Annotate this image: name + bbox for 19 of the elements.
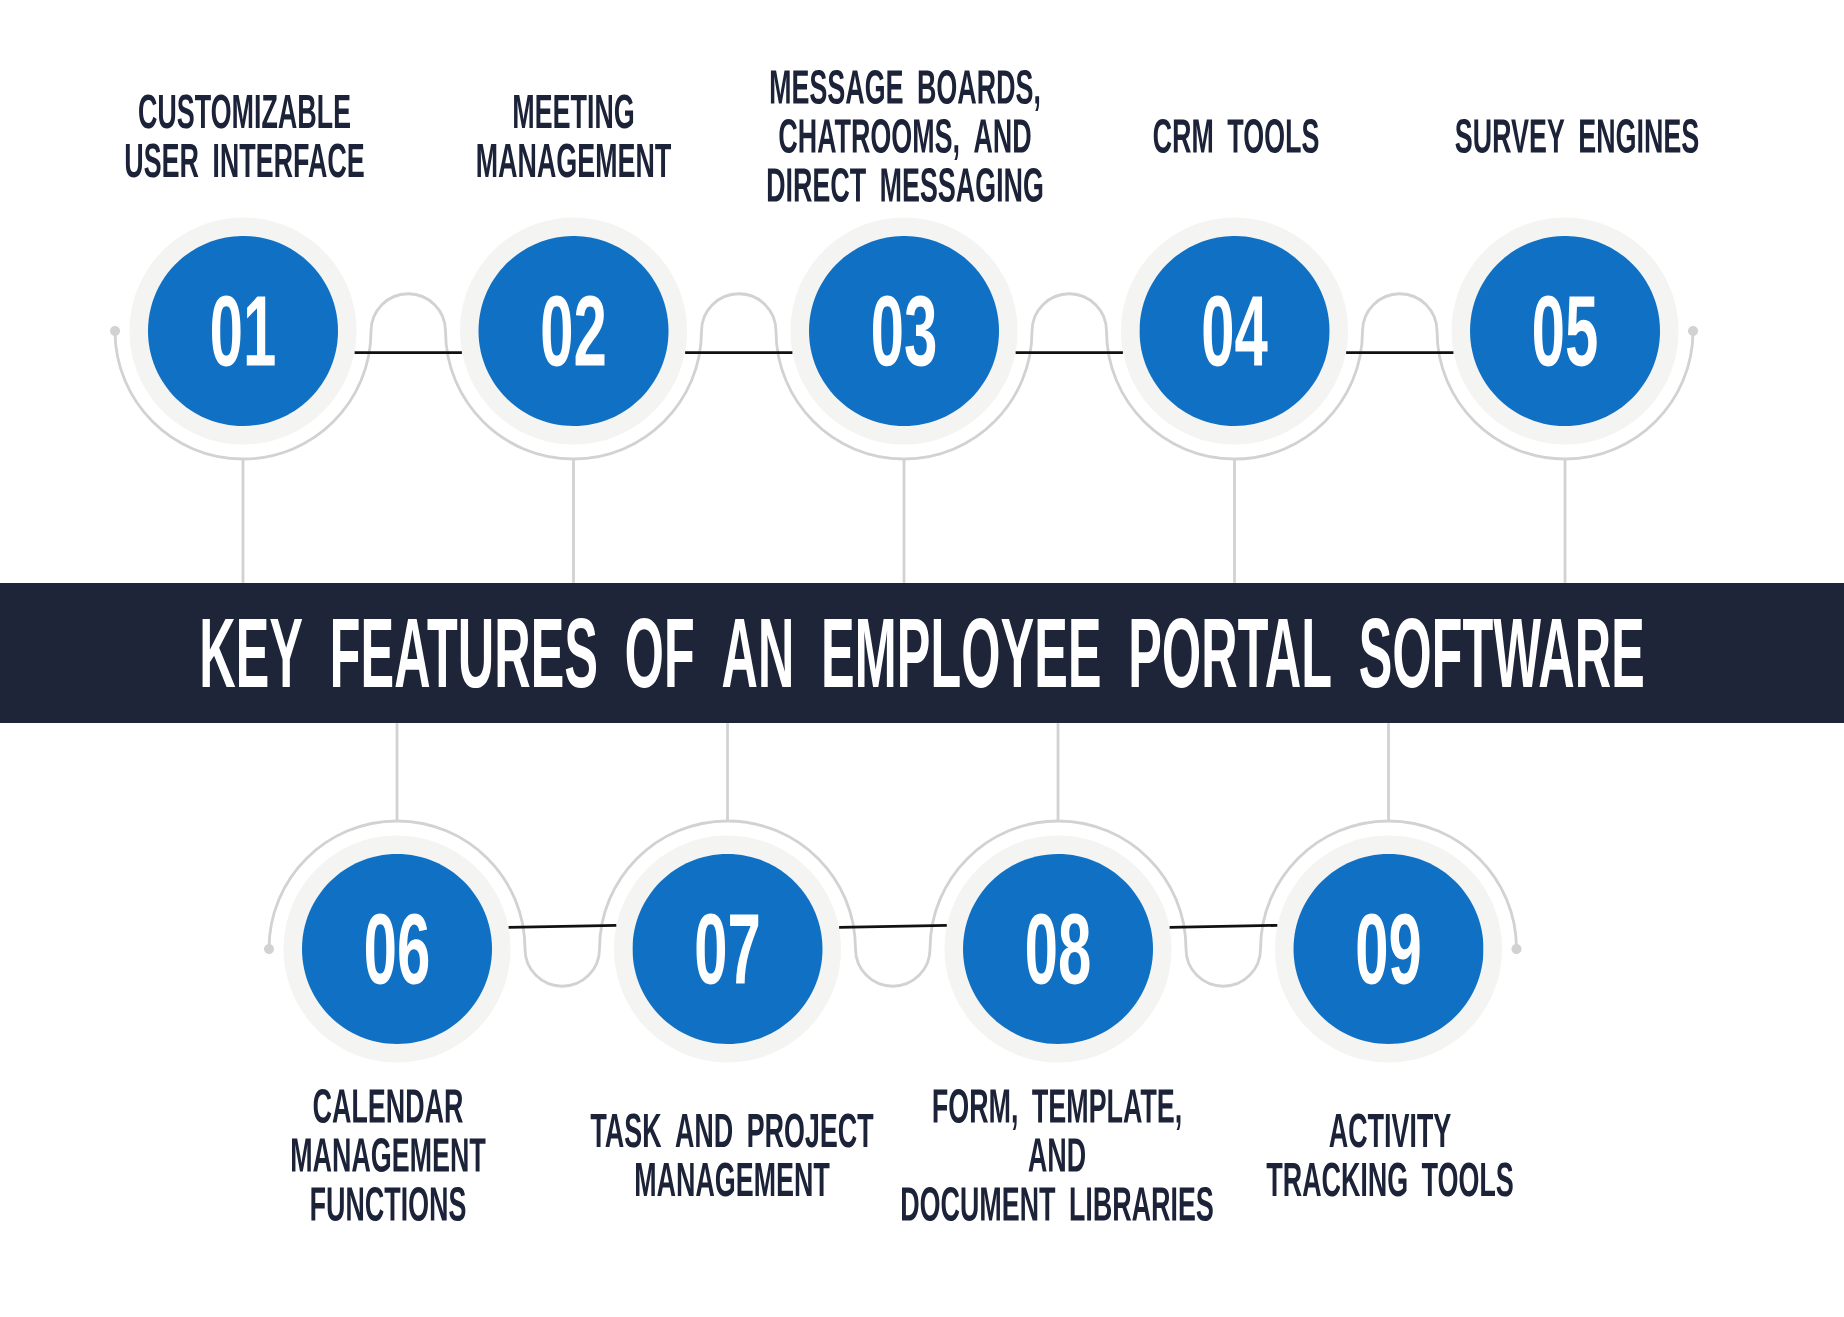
feature-label: ACTIVITY TRACKING TOOLS xyxy=(1266,1113,1513,1197)
feature-label: MESSAGE BOARDS, CHATROOMS, AND DIRECT MESSAGING xyxy=(767,70,1043,202)
feature-label: CALENDAR MANAGEMENT FUNCTIONS xyxy=(292,1089,486,1221)
connector-line xyxy=(902,459,906,583)
connector-line xyxy=(572,459,575,583)
feature-label: FORM, TEMPLATE, AND DOCUMENT LIBRARIES xyxy=(902,1089,1213,1221)
feature-label: CRM TOOLS xyxy=(1153,119,1319,153)
connector-line xyxy=(1233,459,1236,583)
title-band: KEY FEATURES OF AN EMPLOYEE PORTAL SOFTWARE xyxy=(0,583,1844,723)
connector-line xyxy=(1056,723,1060,821)
connector-line xyxy=(1563,459,1567,583)
feature-label: SURVEY ENGINES xyxy=(1455,119,1699,153)
connector-line xyxy=(241,459,245,583)
connector-line xyxy=(395,723,399,821)
feature-label: TASK AND PROJECT MANAGEMENT xyxy=(590,1113,874,1197)
feature-label: CUSTOMIZABLE USER INTERFACE xyxy=(125,94,364,178)
connector-line xyxy=(1387,723,1390,821)
feature-label: MEETING MANAGEMENT xyxy=(477,94,671,178)
connector-line xyxy=(726,723,729,821)
